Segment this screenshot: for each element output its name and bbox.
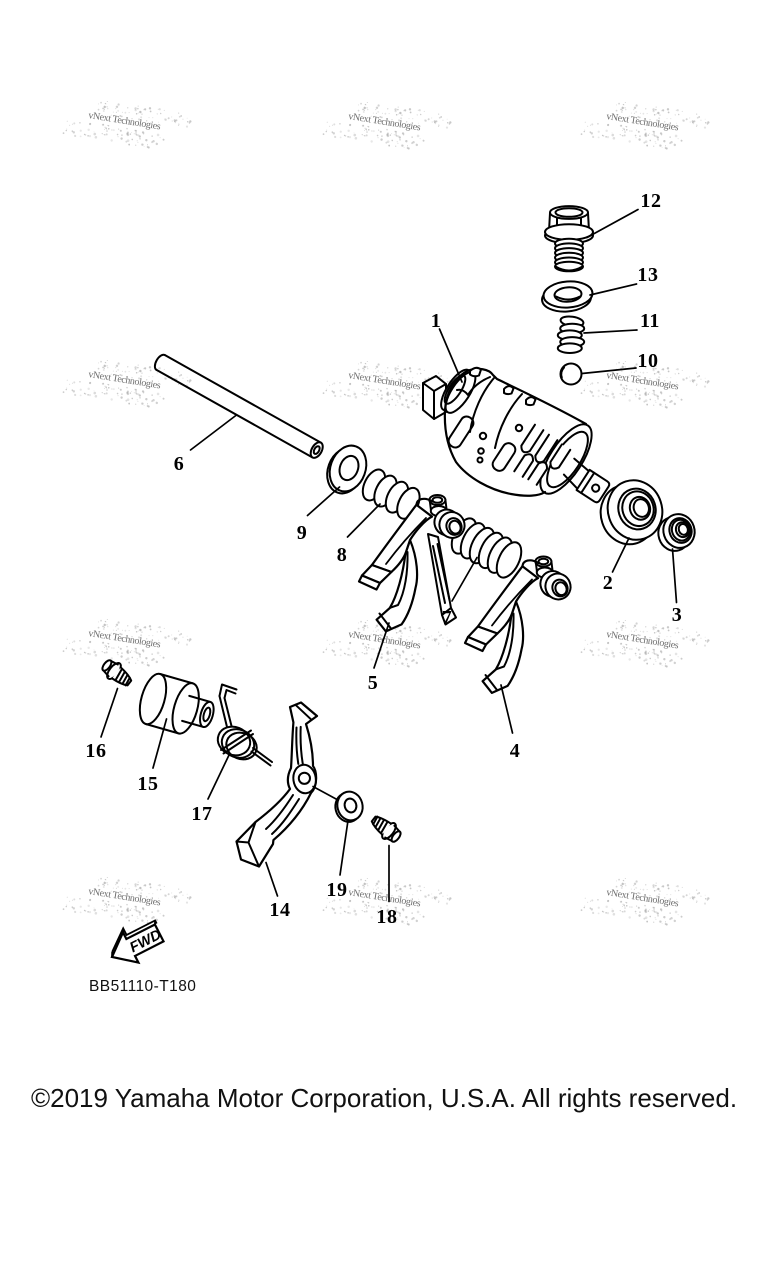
- svg-text:BB51110-T180: BB51110-T180: [89, 978, 196, 995]
- svg-text:14: 14: [269, 899, 290, 921]
- svg-text:4: 4: [510, 740, 521, 762]
- svg-text:19: 19: [326, 879, 347, 901]
- svg-text:10: 10: [637, 350, 658, 372]
- svg-text:2: 2: [603, 572, 614, 594]
- svg-text:9: 9: [297, 522, 308, 544]
- svg-text:11: 11: [640, 310, 660, 332]
- svg-text:5: 5: [368, 672, 379, 694]
- svg-text:17: 17: [191, 803, 212, 825]
- svg-text:12: 12: [640, 190, 661, 212]
- svg-text:1: 1: [431, 310, 442, 332]
- svg-text:13: 13: [637, 264, 658, 286]
- svg-text:6: 6: [174, 453, 185, 475]
- svg-text:©2019 Yamaha Motor Corporation: ©2019 Yamaha Motor Corporation, U.S.A. A…: [31, 1083, 737, 1113]
- svg-text:7: 7: [442, 607, 453, 629]
- svg-text:3: 3: [672, 604, 683, 626]
- svg-text:8: 8: [337, 544, 348, 566]
- svg-text:16: 16: [85, 740, 106, 762]
- svg-text:15: 15: [137, 773, 158, 795]
- svg-text:18: 18: [376, 906, 397, 928]
